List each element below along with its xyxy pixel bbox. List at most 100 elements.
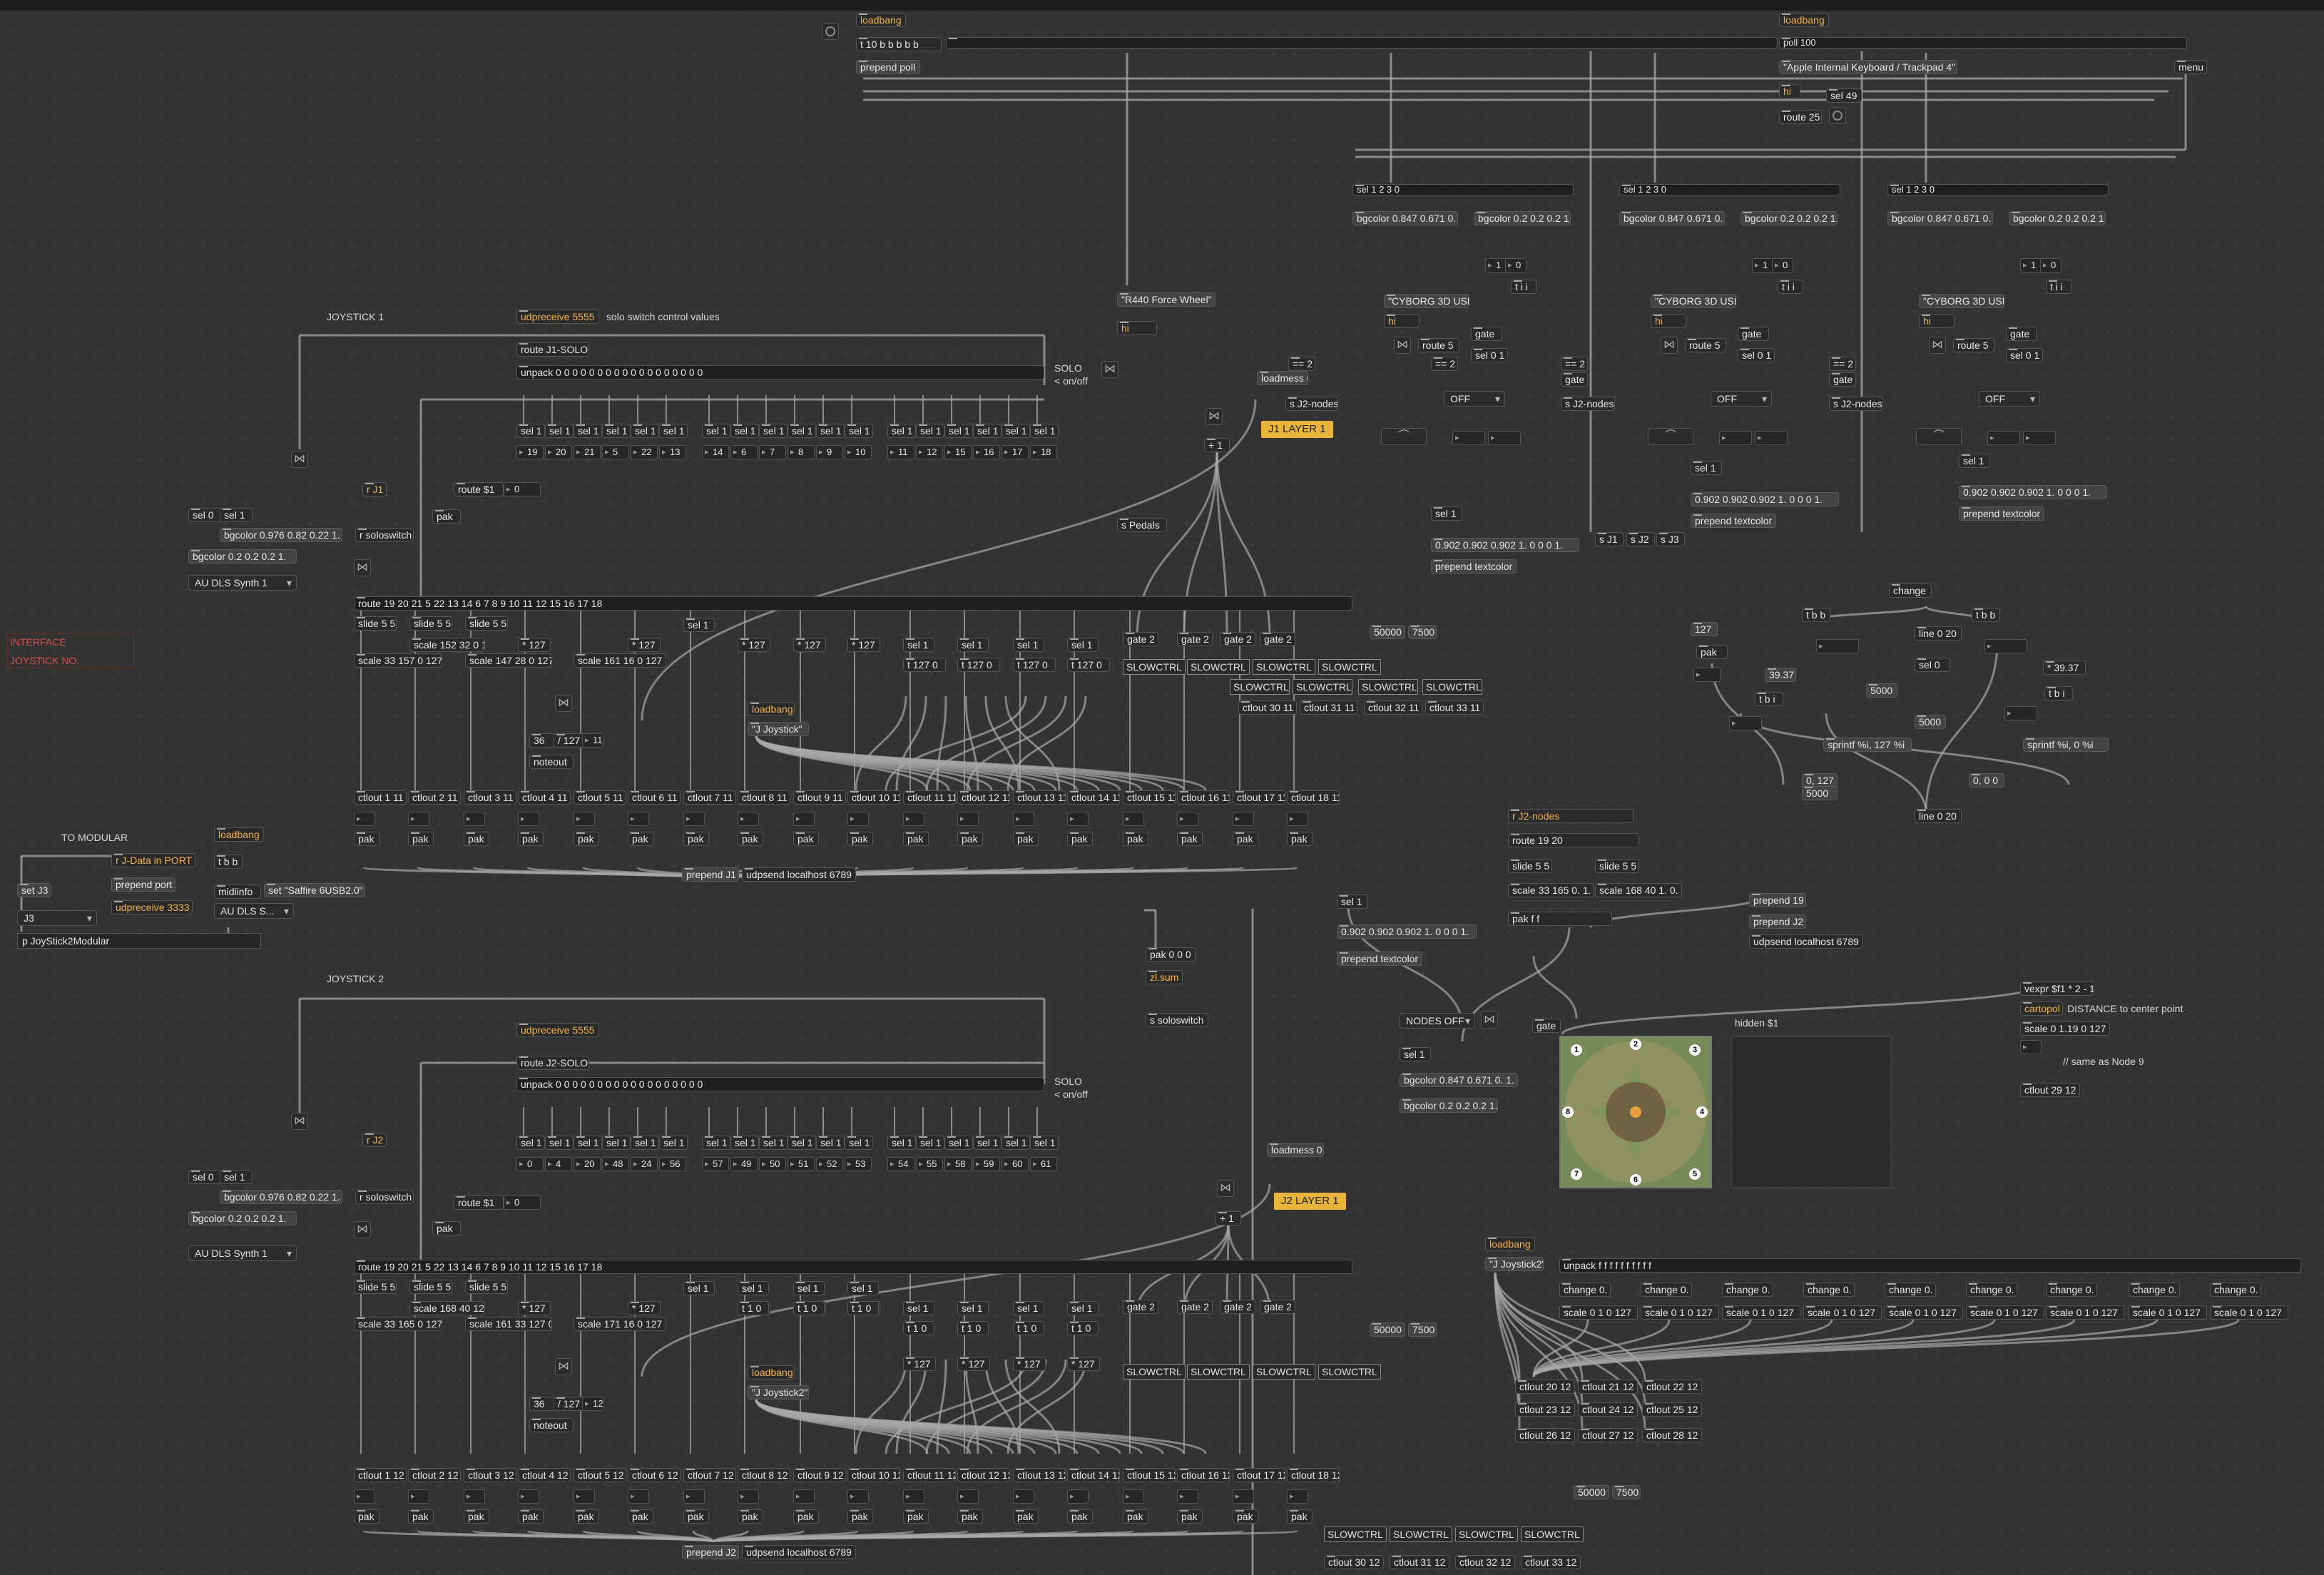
j1-ctl-pak-12[interactable]: pak [957,832,983,846]
j1-ctlout-12[interactable]: ctlout 12 11 [957,790,1010,805]
hid2-off-menu[interactable]: OFF [1711,391,1772,407]
j2-bgcolor-yellow[interactable]: bgcolor 0.976 0.82 0.22 1. [220,1190,342,1204]
j1-mul-127-a[interactable]: * 127 [518,638,551,652]
nodes-bgcolor-1[interactable]: bgcolor 0.847 0.671 0. 1. [1400,1073,1518,1087]
j1-sel-row-3[interactable]: sel 1 [1013,638,1044,652]
j2-note-toggle[interactable]: ⋈ [555,1358,572,1375]
j2-udpsend[interactable]: udpsend localhost 6789 [742,1545,856,1559]
j1-ctl-num-18[interactable] [1287,812,1308,826]
j1-send-j2nodes[interactable]: s J2-nodes [1285,397,1338,411]
j1-r-soloswitch[interactable]: r soloswitch [355,528,414,542]
j2-slowctrl-3[interactable]: SLOWCTRL [1253,1364,1315,1380]
br-ctlout-4[interactable]: ctlout 23 12 [1515,1402,1575,1417]
midiinfo[interactable]: midiinfo [214,885,261,899]
j2-solo-value-13[interactable]: 54 [887,1157,914,1171]
hid2-num-a[interactable] [1719,431,1752,445]
j1-ctl-num-13[interactable] [1013,812,1034,826]
j1-slide-2[interactable]: slide 5 5 [409,616,452,631]
j1-solo-sel-4[interactable]: sel 1 [602,424,631,438]
nodes-off-menu[interactable]: NODES OFF [1400,1013,1475,1029]
hid1-num-0[interactable]: 0 [1505,258,1527,272]
hid3-bgcolor-2[interactable]: bgcolor 0.2 0.2 0.2 1. [2009,211,2106,225]
br-ctlout-7[interactable]: ctlout 26 12 [1515,1428,1575,1442]
j2-solo-value-10[interactable]: 51 [788,1157,815,1171]
j2-slowctrl-1[interactable]: SLOWCTRL [1123,1364,1186,1380]
hid3-num-0[interactable]: 0 [2040,258,2061,272]
j1-ctlout-9[interactable]: ctlout 9 11 [793,790,846,805]
j2-gate2-1[interactable]: gate 2 [1123,1300,1158,1314]
j2-ctl-pak-8[interactable]: pak [738,1509,763,1524]
j1-bgcolor-grey[interactable]: bgcolor 0.2 0.2 0.2 1. [188,549,297,564]
j2-sel-small[interactable]: sel 1 [683,1281,715,1295]
route-19-20[interactable]: route 19 20 [1508,833,1639,847]
j2-ctl-pak-18[interactable]: pak [1287,1509,1313,1524]
right-tbb-2[interactable]: t b b [1972,608,2000,622]
hid3-route-5[interactable]: route 5 [1953,338,1994,352]
j2-7500[interactable]: 7500 [1408,1322,1437,1337]
j1-ctl-pak-16[interactable]: pak [1177,832,1203,846]
hid2-sel-1230[interactable]: sel 1 2 3 0 [1619,184,1840,195]
nodes-udpsend[interactable]: udpsend localhost 6789 [1749,934,1863,949]
j2-solo-value-17[interactable]: 60 [1002,1157,1029,1171]
j2-slowctrl-2[interactable]: SLOWCTRL [1187,1364,1250,1380]
j1-unpack[interactable]: unpack 0 0 0 0 0 0 0 0 0 0 0 0 0 0 0 0 0… [516,365,1044,379]
j1-slowctrl-b-4[interactable]: SLOWCTRL [1422,679,1482,695]
j2-solo-value-12[interactable]: 53 [845,1157,872,1171]
j1-gate2-2[interactable]: gate 2 [1177,632,1213,646]
j1-solo-sel-1[interactable]: sel 1 [516,424,545,438]
j2-r-soloswitch[interactable]: r soloswitch [355,1190,414,1204]
j2-num-chan[interactable]: 12 [582,1397,603,1411]
j1-slide-3[interactable]: slide 5 5 [465,616,508,631]
hid1-prepend-textcolor[interactable]: prepend textcolor [1431,559,1517,574]
j2-slide-3[interactable]: slide 5 5 [465,1280,508,1294]
joystick2modular-patcher[interactable]: p JoyStick2Modular [17,933,261,949]
j2-t10-top-3[interactable]: t 1 0 [847,1301,879,1315]
j1-scale-4[interactable]: scale 161 16 0 127 [574,653,666,668]
j2-solo-value-14[interactable]: 55 [916,1157,943,1171]
j1-solo-sel-7[interactable]: sel 1 [702,424,730,438]
j1-mul-127-d[interactable]: * 127 [793,638,826,652]
j2-solo-sel-9[interactable]: sel 1 [759,1136,788,1150]
j1-layer-toggle[interactable]: ⋈ [1206,408,1223,425]
br-scale-1[interactable]: scale 0 1 0 127 [1559,1305,1638,1320]
j2-mul-row-1[interactable]: * 127 [903,1357,936,1371]
j1-solo-sel-15[interactable]: sel 1 [944,424,973,438]
j2-solo-value-4[interactable]: 48 [602,1157,629,1171]
j2-route-dollar[interactable]: route $1 [454,1196,504,1210]
j1-route-main[interactable]: route 19 20 21 5 22 13 14 6 7 8 9 10 11 … [354,596,1352,611]
right-tbi-2[interactable]: t b i [2044,686,2073,700]
j1-sel-row-1[interactable]: sel 1 [903,638,934,652]
j1-joystick-message[interactable]: "J Joystick" [748,722,809,736]
scale-0-119[interactable]: scale 0 1.19 0 127 [2020,1021,2110,1036]
j1-50000[interactable]: 50000 [1370,625,1405,639]
menu-object[interactable]: menu [2174,60,2207,74]
j1-mul-127-e[interactable]: * 127 [847,638,880,652]
j2-ctl-pak-6[interactable]: pak [628,1509,653,1524]
j1-ctl-num-9[interactable] [793,812,815,826]
nodes-slide-1[interactable]: slide 5 5 [1508,859,1552,873]
j2-solo-sel-12[interactable]: sel 1 [845,1136,873,1150]
br-ctlout-8[interactable]: ctlout 27 12 [1578,1428,1638,1442]
j2-ctl-num-18[interactable] [1287,1489,1308,1504]
j2-slowctrl-b-1[interactable]: SLOWCTRL [1324,1526,1387,1542]
j1-solo-value-2[interactable]: 20 [545,445,572,459]
hid1-textcolor-msg[interactable]: 0.902 0.902 0.902 1. 0 0 0 1. [1431,538,1579,552]
j2-solo-sel-14[interactable]: sel 1 [916,1136,944,1150]
keyboard-message[interactable]: "Apple Internal Keyboard / Trackpad 4" [1779,60,1957,74]
j2-ctlout-18[interactable]: ctlout 18 12 [1287,1468,1340,1482]
hid3-eq2[interactable]: == 2 [1829,357,1856,371]
nodes-gate[interactable]: gate [1532,1019,1561,1033]
hid2-prepend-textcolor[interactable]: prepend textcolor [1691,514,1776,528]
nodes-scale-1[interactable]: scale 33 165 0. 1. [1508,883,1594,897]
hid1-toggle[interactable]: ⋈ [1394,337,1411,354]
j2-solo-value-9[interactable]: 50 [759,1157,786,1171]
j2-toggle[interactable]: ⋈ [291,1113,308,1130]
br-unpack[interactable]: unpack f f f f f f f f f f [1559,1258,2301,1273]
j2-ctlout-14[interactable]: ctlout 14 12 [1067,1468,1120,1482]
j1-solo-value-5[interactable]: 22 [631,445,658,459]
j2-solo-value-15[interactable]: 58 [944,1157,972,1171]
pak-ff[interactable]: pak f f [1508,912,1612,926]
j2-mul-row-4[interactable]: * 127 [1067,1357,1100,1371]
j1-ctlout-8[interactable]: ctlout 8 11 [738,790,790,805]
j1-t1270-3[interactable]: t 127 0 [1013,658,1056,672]
